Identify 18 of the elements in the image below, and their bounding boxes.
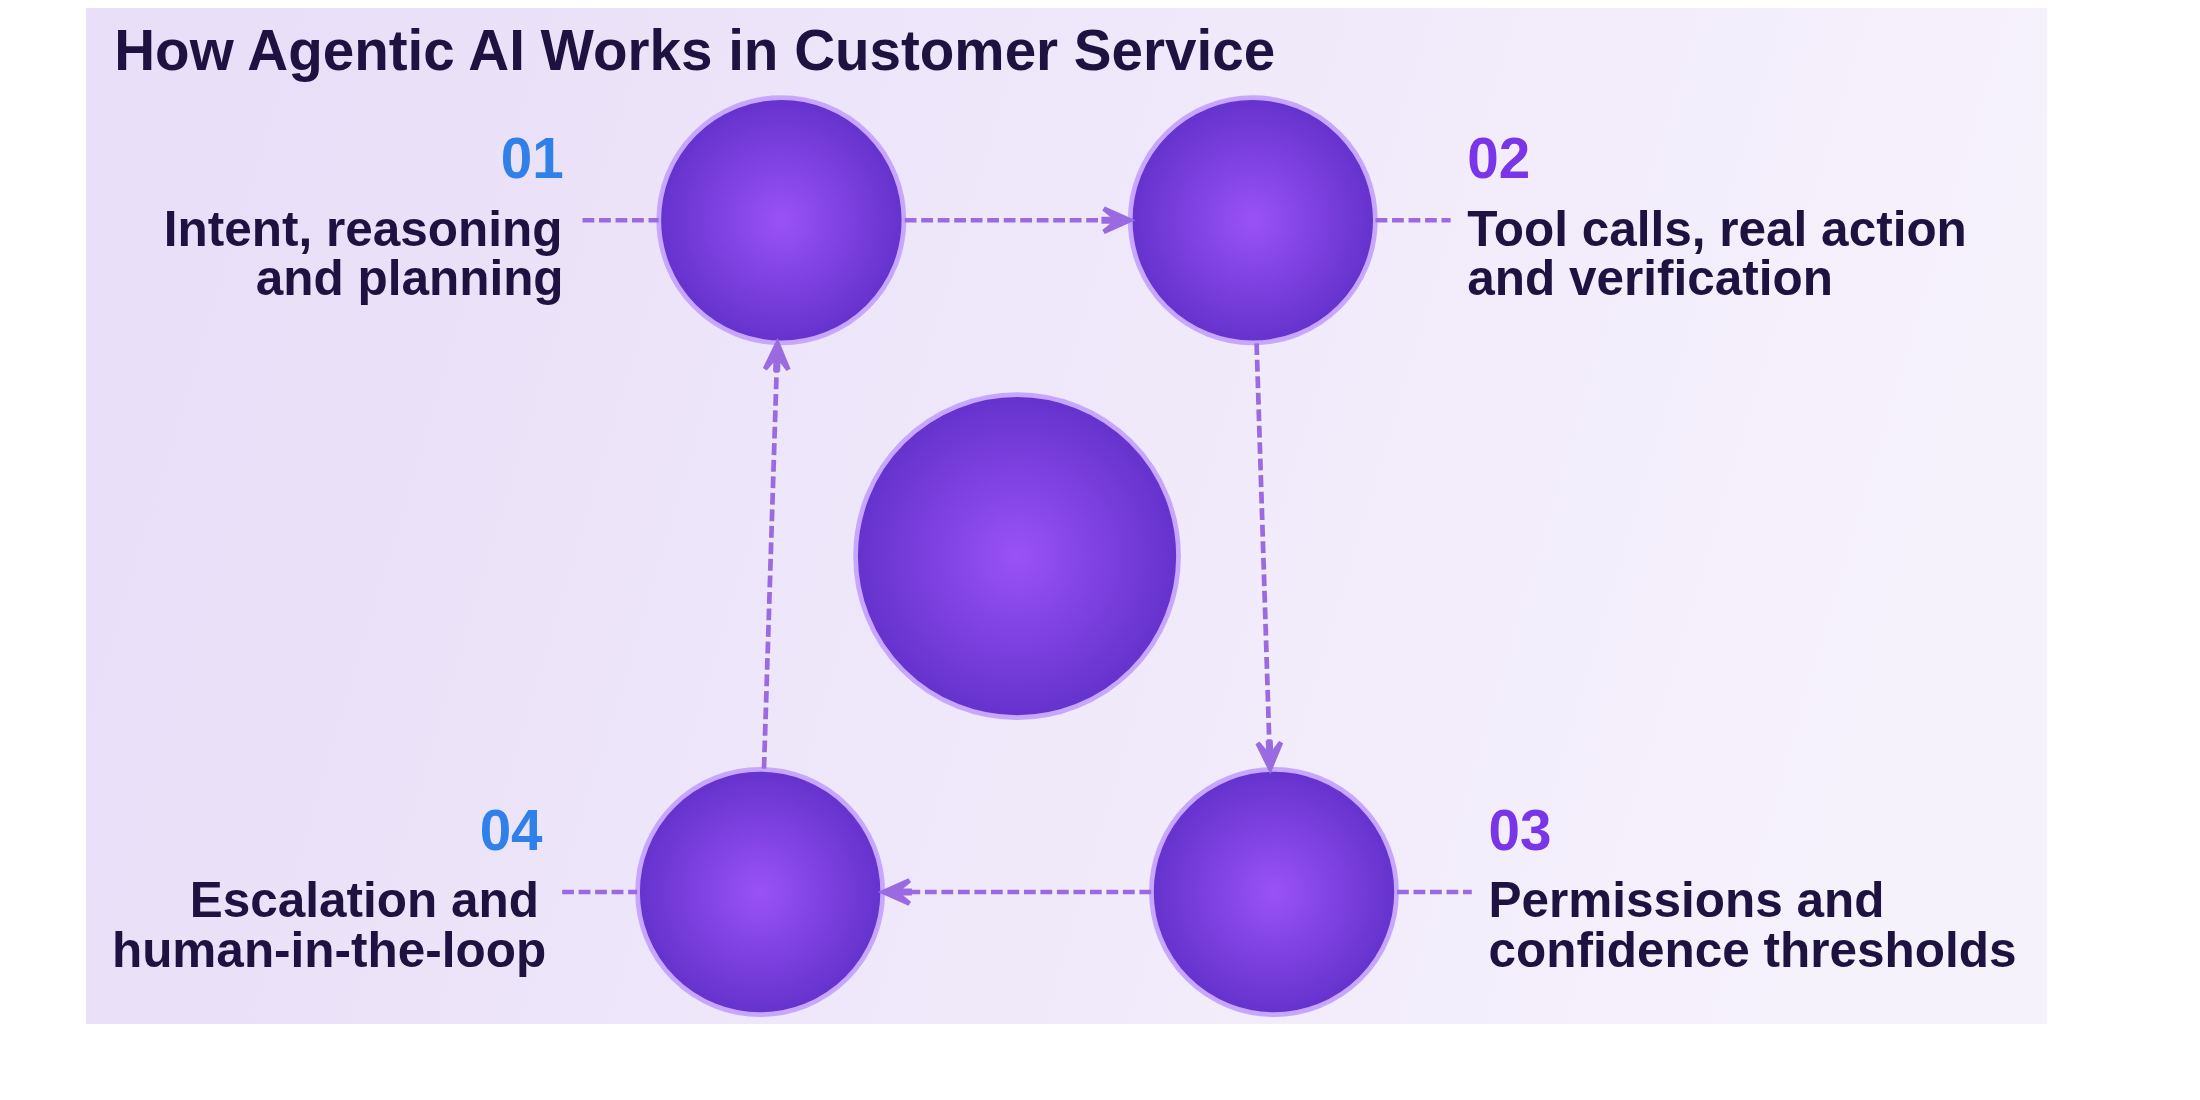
arrow <box>880 878 1151 907</box>
node-circle <box>1148 767 1399 1017</box>
node-text: 02 Tool calls, real action and verification <box>1466 127 1967 306</box>
connector <box>1396 889 1472 895</box>
arrow <box>1253 343 1283 771</box>
connector <box>582 217 659 223</box>
node-circle <box>655 95 906 346</box>
diagram-title: How Agentic AI Works in Customer Service <box>113 18 1275 82</box>
node-text: 03 Permissions and confidence thresholds <box>1487 799 2016 977</box>
node-circle <box>634 767 885 1017</box>
node-circle <box>1127 95 1378 346</box>
connector <box>561 889 637 895</box>
connector <box>1375 217 1451 223</box>
node-text: 01 Intent, reasoning and planning <box>163 127 564 306</box>
arrow <box>761 341 791 769</box>
node-text: 04 Escalation and human-in-the-loop <box>111 799 546 977</box>
node-circle <box>852 392 1181 720</box>
arrow <box>904 206 1132 235</box>
